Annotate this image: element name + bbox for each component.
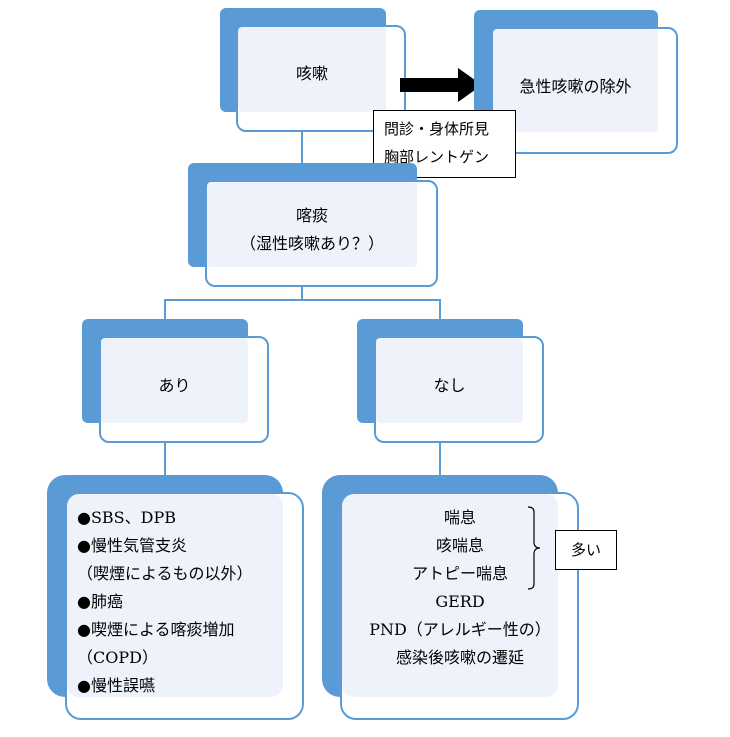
node-no-list: 喘息 咳喘息 アトピー喘息 GERD PND（アレルギー性の） 感染後咳嗽の遷延 [322, 475, 579, 720]
connector-branch-yes [164, 299, 166, 335]
right-bracket-icon [527, 506, 541, 590]
no-item-gerd: GERD [435, 592, 485, 611]
node-yes-list: ●SBS、DPB ●慢性気管支炎 （喫煙によるもの以外） ●肺癌 ●喫煙による喀… [47, 475, 304, 720]
yes-item-lung-cancer: ●肺癌 [77, 592, 123, 611]
no-item-pnd: PND（アレルギー性の） [369, 620, 551, 639]
yes-item-aspiration: ●慢性誤嚥 [77, 676, 155, 695]
node-yes-label: あり [158, 376, 191, 395]
node-sputum: 喀痰 （湿性咳嗽あり？） [188, 163, 438, 287]
node-sputum-label-2: （湿性咳嗽あり？） [239, 234, 384, 253]
yes-item-chronic-bronchitis: ●慢性気管支炎 [77, 536, 187, 555]
exam-note-line-history: 問診・身体所見 [384, 120, 490, 138]
node-no: なし [357, 319, 544, 443]
yes-item-smoking-sputum: ●喫煙による喀痰増加 [77, 620, 235, 639]
right-arrow-icon [400, 68, 482, 102]
no-item-cough-asthma: 咳喘息 [435, 536, 484, 555]
many-label-box: 多い [555, 530, 617, 570]
yes-list-items: ●SBS、DPB ●慢性気管支炎 （喫煙によるもの以外） ●肺癌 ●喫煙による喀… [77, 504, 253, 700]
many-label: 多い [570, 541, 601, 559]
no-item-atopic-asthma: アトピー喘息 [411, 564, 508, 583]
node-acute-exclusion-label: 急性咳嗽の除外 [519, 77, 632, 96]
node-acute-exclusion: 急性咳嗽の除外 [474, 10, 678, 154]
exam-note-line-xray: 胸部レントゲン [384, 148, 490, 166]
connector-yes-list [164, 441, 166, 481]
connector-cough-sputum [301, 130, 303, 180]
yes-item-non-smoking-note: （喫煙によるもの以外） [77, 564, 253, 583]
no-item-post-infectious: 感染後咳嗽の遷延 [395, 648, 524, 667]
connector-branch-horizontal [164, 299, 441, 301]
no-list-items: 喘息 咳喘息 アトピー喘息 GERD PND（アレルギー性の） 感染後咳嗽の遷延 [342, 504, 578, 672]
node-cough-label: 咳嗽 [295, 64, 328, 83]
node-cough: 咳嗽 [220, 8, 406, 132]
yes-item-copd-note: （COPD） [77, 648, 158, 667]
node-yes: あり [82, 319, 269, 443]
connector-branch-no [439, 299, 441, 335]
node-sputum-label-1: 喀痰 [295, 206, 328, 225]
connector-no-list [439, 441, 441, 481]
no-item-asthma: 喘息 [443, 508, 476, 527]
connector-sputum-down [301, 286, 303, 300]
node-no-label: なし [433, 376, 466, 395]
yes-item-sbs: ●SBS、DPB [77, 508, 176, 527]
